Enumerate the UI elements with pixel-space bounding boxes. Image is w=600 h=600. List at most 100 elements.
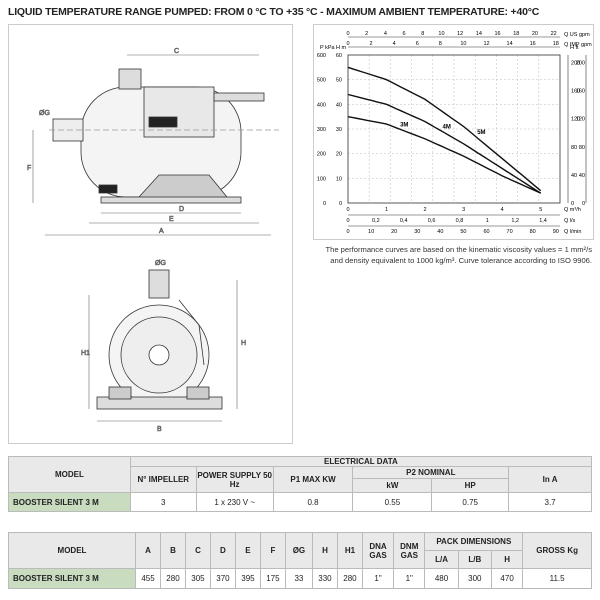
p1-cell: 0.8 [272,492,354,512]
left-axis-1-tick: 600 [317,53,326,59]
top-axis-1-tick: 2 [365,31,368,37]
in-cell: 3.7 [508,492,592,512]
bottom-axis-2-tick: 0,2 [372,218,380,224]
bottom-axis-2-label: Q l/s [564,218,576,224]
bottom-axis-3-tick: 40 [437,229,443,235]
top-axis-1-tick: 0 [346,31,349,37]
bottom-axis-1-tick: 3 [462,207,465,213]
h-cell: 330 [311,568,338,589]
col-og-header: ØG [284,532,313,569]
table-row: BOOSTER SILENT 3 M 455 280 305 370 395 1… [8,568,592,589]
col-dnm-header: DNM GAS [393,532,426,569]
col-b-header: B [159,532,186,569]
p1-header: P1 MAX KW [272,466,354,493]
right-axis-2-tick: 40 [579,173,585,179]
left-axis-1-tick: 0 [323,201,326,207]
pack-h-cell: 470 [490,568,524,589]
bottom-axis-2-tick: 0,8 [456,218,464,224]
series-line-4m [347,93,542,194]
table1-model-header: MODEL [8,456,131,493]
power-header: POWER SUPPLY 50 Hz [195,466,274,493]
col-f-header: F [259,532,286,569]
bottom-axis-1-tick: 1 [385,207,388,213]
col-dna-header: DNA GAS [361,532,395,569]
dim-label-b: B [157,426,162,433]
dim-label-og-front: ØG [155,260,166,267]
dim-label-h: H [241,340,246,347]
p2-hp-header: HP [431,478,510,493]
table2-model-header: MODEL [8,532,136,569]
bottom-axis-3-tick: 50 [460,229,466,235]
p2-kw-header: kW [352,478,433,493]
c-cell: 305 [184,568,211,589]
pump-drawing-svg: C D E A F ØG ØG H1 H [27,48,279,434]
right-axis-2-tick: 120 [576,117,585,123]
page-title: LIQUID TEMPERATURE RANGE PUMPED: FROM 0 … [8,6,540,18]
left-axis-1-tick: 100 [317,176,326,182]
dnm-cell: 1" [393,568,426,589]
left-axis-1-tick: 200 [317,152,326,158]
left-axis-1-tick: 300 [317,127,326,133]
dna-cell: 1" [361,568,395,589]
front-dimensions: ØG H1 H B [81,260,247,434]
col-a-header: A [135,532,161,569]
bottom-axis-3-tick: 60 [483,229,489,235]
top-axis-2-tick: 10 [460,41,466,47]
dim-label-a: A [159,228,164,235]
top-axis-1-tick: 16 [494,31,500,37]
left-axis-2-label: H m [336,45,347,51]
impeller-cell: 3 [129,492,197,512]
pack-header: PACK DIMENSIONS [424,532,524,551]
f-cell: 175 [259,568,286,589]
dim-label-e: E [169,216,174,223]
la-cell: 480 [424,568,459,589]
kw-cell: 0.55 [352,492,433,512]
top-axis-1-tick: 22 [551,31,557,37]
right-axis-2-tick: 80 [579,145,585,151]
left-axis-2-tick: 20 [336,152,342,158]
dim-label-h1: H1 [81,350,90,357]
series-label-3m: 3M [400,123,408,129]
top-axis-1-tick: 4 [384,31,387,37]
bottom-axis-2-tick: 0,4 [400,218,408,224]
bottom-axis-1-tick: 0 [346,207,349,213]
hp-cell: 0.75 [431,492,510,512]
top-axis-1-tick: 14 [476,31,482,37]
p2-header: P2 NOMINAL [352,466,510,479]
top-axis-2-tick: 6 [416,41,419,47]
right-axis-1-tick: 0 [571,201,574,207]
bottom-axis-3-tick: 80 [530,229,536,235]
top-axis-2-tick: 14 [507,41,513,47]
col-d-header: D [209,532,236,569]
right-axis-1-tick: 200 [571,60,580,66]
left-axis-2-tick: 50 [336,78,342,84]
model-cell: BOOSTER SILENT 3 M [8,492,131,512]
top-axis-2-tick: 0 [346,41,349,47]
top-axis-2-tick: 16 [530,41,536,47]
bottom-axis-1-tick: 2 [424,207,427,213]
right-axis-1-tick: 40 [571,173,577,179]
top-axis-1-tick: 12 [457,31,463,37]
e-cell: 395 [234,568,261,589]
series-label-4m: 4M [443,124,451,130]
dimensions-table: MODEL A B C D E F ØG H H1 DNA GAS DNM GA… [8,532,592,589]
bottom-axis-3-label: Q l/min [564,229,581,235]
col-h-header: H [311,532,338,569]
top-axis-2-tick: 18 [553,41,559,47]
top-axis-2-tick: 12 [483,41,489,47]
pack-la-header: L/A [424,550,459,569]
front-view [96,269,223,410]
bottom-axis-2-tick: 0,6 [428,218,436,224]
bottom-axis-3-tick: 20 [391,229,397,235]
right-axis-1-tick: 120 [571,117,580,123]
series-label-5m: 5M [477,130,485,136]
b-cell: 280 [159,568,186,589]
dim-label-og-side: ØG [39,110,50,117]
top-axis-2-tick: 2 [370,41,373,47]
right-axis-1-label: H ft [570,45,579,51]
col-e-header: E [234,532,261,569]
dimension-drawing: C D E A F ØG ØG H1 H [8,24,293,444]
left-axis-1-tick: 500 [317,78,326,84]
pack-h-header: H [490,550,524,569]
og-cell: 33 [284,568,313,589]
